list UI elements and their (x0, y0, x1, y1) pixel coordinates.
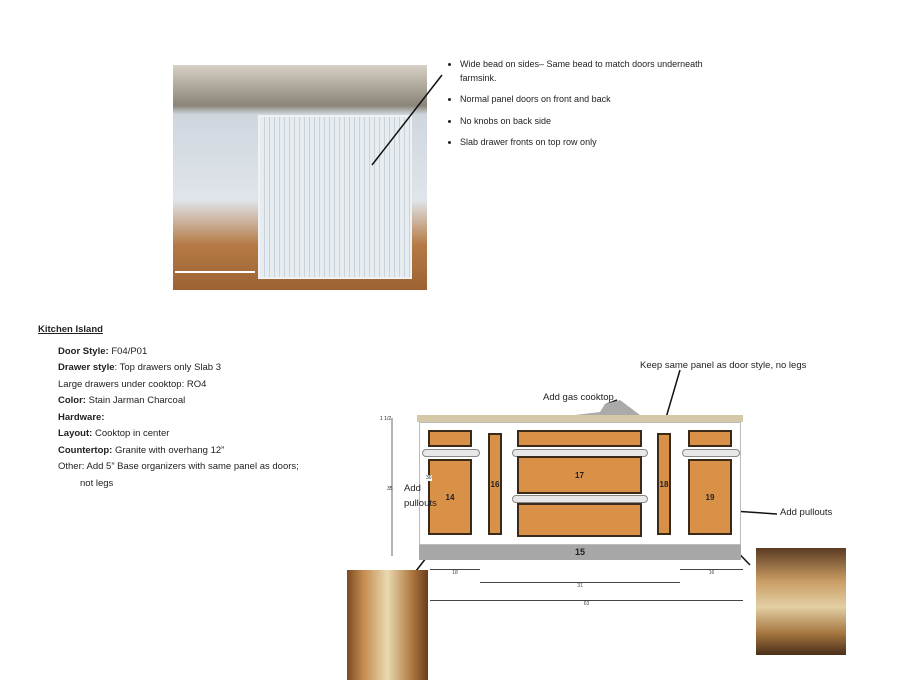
spec-value: Other: Add 5” Base organizers with same … (58, 461, 299, 472)
rail (682, 449, 740, 457)
annotation-pullouts-left: Add pullouts (404, 483, 437, 509)
spec-label: Drawer style (58, 362, 115, 373)
spec-value: Cooktop in center (92, 428, 170, 439)
drawer-top-right (688, 430, 732, 447)
cabinet-elevation: 14 16 17 18 19 (419, 422, 741, 545)
spec-row: Layout: Cooktop in center (38, 426, 299, 443)
bullet-item: Normal panel doors on front and back (460, 93, 720, 107)
countertop (417, 415, 743, 422)
spec-row: Drawer style: Top drawers only Slab 3 (38, 360, 299, 377)
spec-label: Door Style: (58, 345, 109, 357)
door-14: 14 (428, 459, 472, 535)
spec-row: Other: Add 5” Base organizers with same … (38, 459, 299, 476)
spec-heading: Kitchen Island (38, 324, 103, 335)
drawer-bottom-center (517, 503, 642, 537)
spec-label: Hardware: (58, 411, 105, 423)
bullet-item: Wide bead on sides– Same bead to match d… (460, 58, 720, 85)
dim-top: 1 1/2 (380, 416, 392, 422)
beadboard-panel (258, 115, 412, 279)
spec-label: Countertop: (58, 444, 113, 456)
toe-kick-15: 15 (419, 545, 741, 560)
annotation-pullouts-right: Add pullouts (780, 507, 833, 518)
panel-16: 16 (488, 433, 502, 535)
spec-row: Hardware: (38, 410, 299, 427)
spec-value: Large drawers under cooktop: RO4 (58, 378, 207, 390)
bullet-item: No knobs on back side (460, 115, 720, 129)
bullet-list: Wide bead on sides– Same bead to match d… (440, 58, 720, 158)
dim-inner: 30 (426, 475, 432, 481)
pullout-photo-right (756, 548, 846, 655)
dim-left: 18 (430, 569, 480, 576)
bullet-item: Slab drawer fronts on top row only (460, 136, 720, 150)
dim-total: 63 (430, 600, 743, 607)
spec-row: Large drawers under cooktop: RO4 (38, 377, 299, 394)
dim-right: 16 (680, 569, 743, 576)
spec-label: Color: (58, 395, 86, 406)
dim-height: 35 (387, 486, 393, 492)
drawer-17: 17 (517, 456, 642, 494)
spec-row: Countertop: Granite with overhang 12” (38, 443, 299, 460)
pullout-photo-left (347, 570, 428, 680)
drawer-top-left (428, 430, 472, 447)
drawer-top-center (517, 430, 642, 447)
spec-continuation: not legs (80, 477, 114, 489)
spec-value: : Top drawers only Slab 3 (114, 362, 222, 373)
spec-value: F04/P01 (108, 345, 148, 357)
spec-value: Granite with overhang 12” (112, 444, 225, 456)
spec-value: Stain Jarman Charcoal (85, 395, 186, 406)
annotation-panel: Keep same panel as door style, no legs (640, 360, 807, 371)
spec-row: Door Style: F04/P01 (38, 344, 299, 361)
door-19: 19 (688, 459, 732, 535)
rail (512, 495, 648, 503)
spec-label: Layout: (58, 428, 93, 439)
spec-block: Kitchen Island Door Style: F04/P01 Drawe… (38, 322, 299, 492)
annotation-cooktop: Add gas cooktop (543, 392, 614, 403)
rail (422, 449, 480, 457)
dim-center: 31 (480, 582, 680, 589)
panel-18: 18 (657, 433, 671, 535)
spec-row: Color: Stain Jarman Charcoal (38, 393, 299, 410)
